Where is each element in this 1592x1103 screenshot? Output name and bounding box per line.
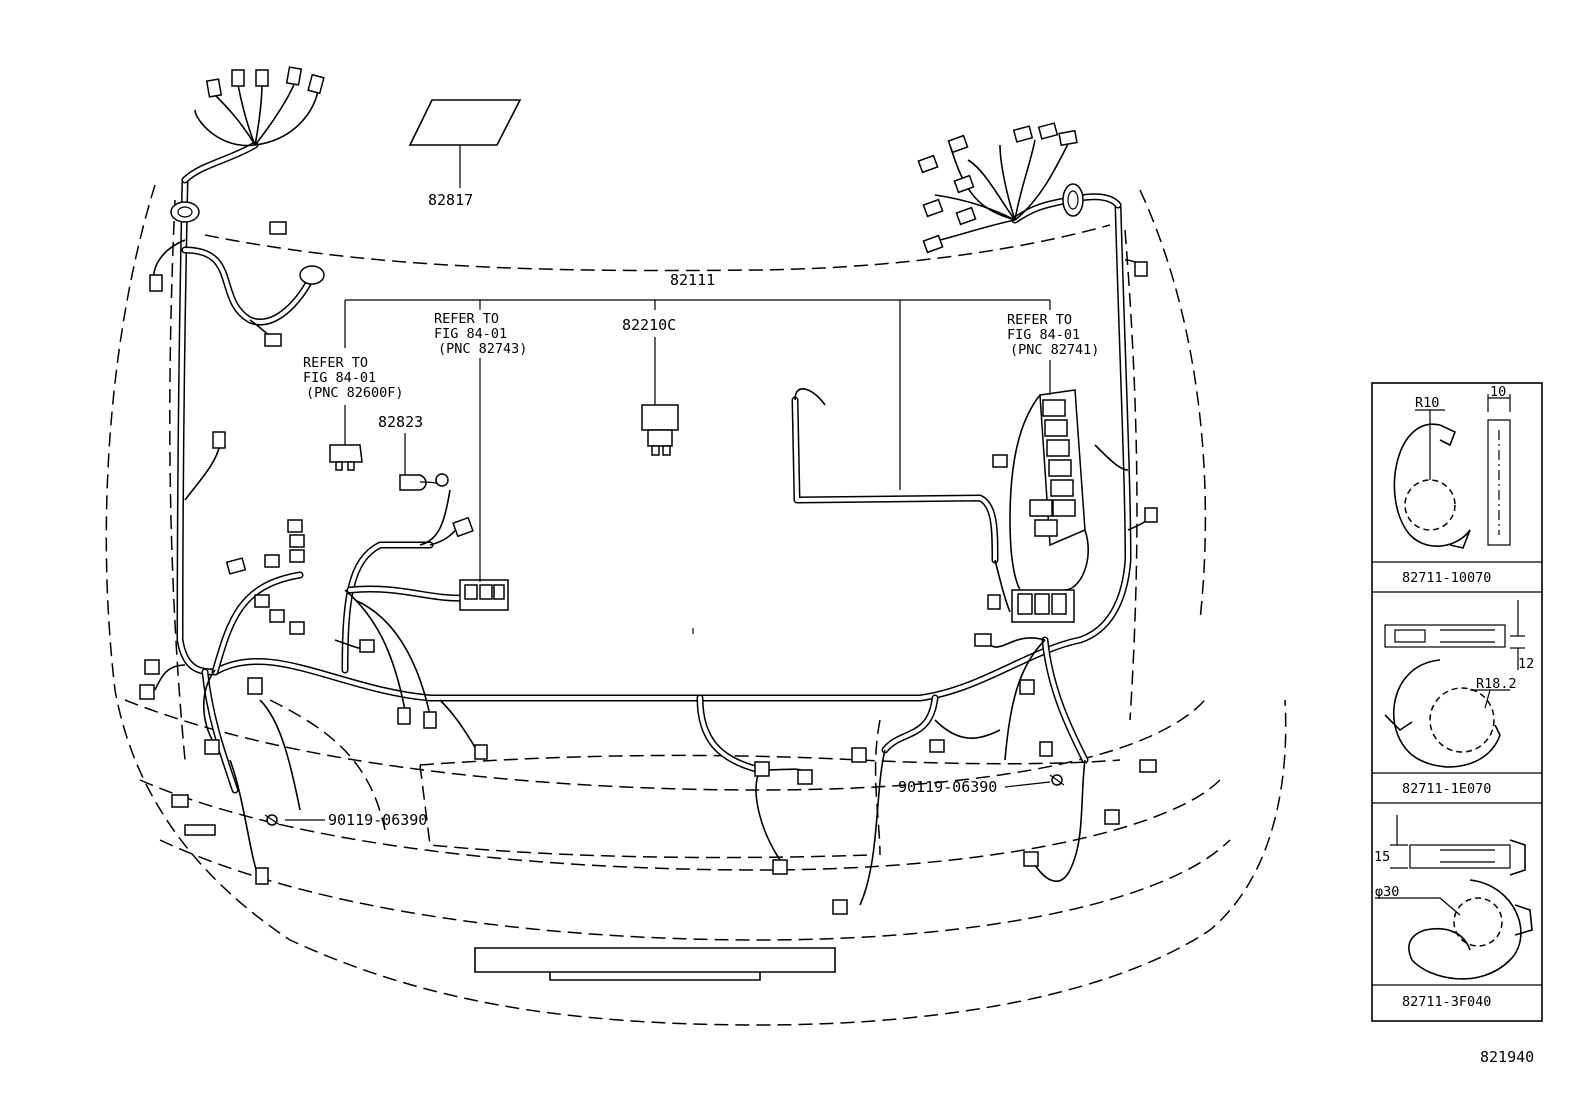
- refer-right-line3: (PNC 82741): [1010, 342, 1099, 358]
- label-bolt-right: 90119-06390: [898, 778, 997, 796]
- clamp-1-width: 10: [1490, 384, 1506, 400]
- clamp-3-diameter: φ30: [1375, 884, 1399, 900]
- refer-mid-line1: REFER TO: [434, 311, 499, 327]
- clamp-3-height: 15: [1374, 849, 1390, 865]
- refer-left-line1: REFER TO: [303, 355, 368, 371]
- main-harness: [176, 141, 1132, 794]
- vehicle-outline: [105, 184, 1287, 1026]
- clamp-2-drawing: R18.2 12: [1384, 600, 1534, 768]
- connectors: [139, 66, 1158, 915]
- part-82743-connector: [459, 579, 509, 611]
- part-82210c-relay: [641, 404, 679, 456]
- leader-lines: [285, 299, 1051, 821]
- part-82600f-connector: [329, 444, 363, 471]
- label-82111: 82111: [670, 271, 715, 289]
- refer-right-line1: REFER TO: [1007, 312, 1072, 328]
- figure-code: 821940: [1480, 1048, 1534, 1066]
- clamp-detail-panel: R10 10 82711-10070 R18.2 12 82711-1E070: [1371, 382, 1543, 1022]
- bolts: [264, 774, 1065, 826]
- clamp-3-drawing: 15 φ30: [1374, 815, 1533, 980]
- clamp-2-radius: R18.2: [1476, 676, 1517, 692]
- grommets: [170, 183, 1084, 285]
- clamp-2-height: 12: [1518, 656, 1534, 672]
- clamp-1-drawing: R10 10: [1393, 384, 1511, 549]
- branch-wires: [153, 81, 1156, 906]
- callout-labels: 82817 82111 82210C 82823 REFER TO FIG 84…: [303, 191, 1534, 1066]
- label-bolt-left: 90119-06390: [328, 811, 427, 829]
- refer-mid-line3: (PNC 82743): [438, 341, 527, 357]
- part-82817-sheet: [408, 99, 522, 188]
- refer-mid-line2: FIG 84-01: [434, 326, 507, 342]
- part-82823-wire: [399, 473, 449, 491]
- clamp-3-part-number: 82711-3F040: [1402, 994, 1491, 1010]
- junction-block: [1009, 389, 1090, 623]
- clamp-1-radius: R10: [1415, 395, 1439, 411]
- clamp-1-part-number: 82711-10070: [1402, 570, 1491, 586]
- clamp-2-part-number: 82711-1E070: [1402, 781, 1491, 797]
- label-82817: 82817: [428, 191, 473, 209]
- refer-left-line2: FIG 84-01: [303, 370, 376, 386]
- refer-left-line3: (PNC 82600F): [306, 385, 404, 401]
- label-82823: 82823: [378, 413, 423, 431]
- refer-right-line2: FIG 84-01: [1007, 327, 1080, 343]
- label-82210c: 82210C: [622, 316, 676, 334]
